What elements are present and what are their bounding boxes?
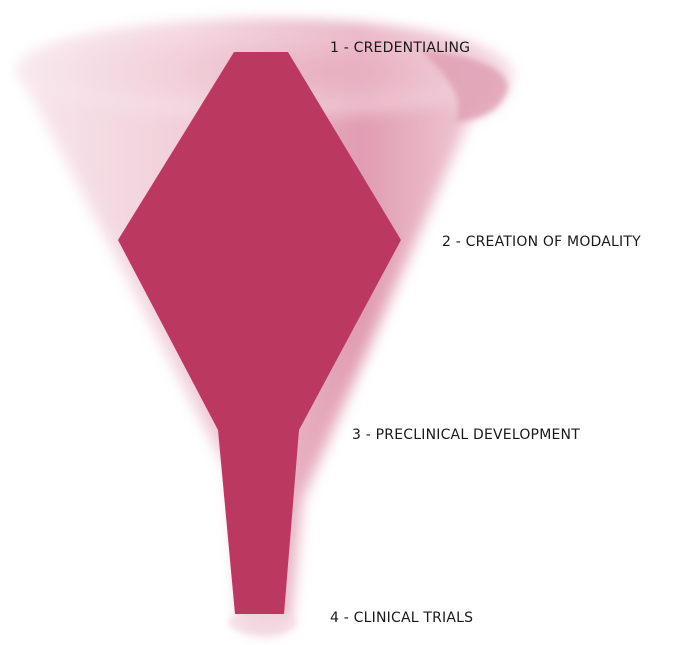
funnel-rim-right <box>420 50 508 122</box>
stage-label-preclinical-development: 3 - PRECLINICAL DEVELOPMENT <box>352 427 580 443</box>
stage-label-credentialing: 1 - CREDENTIALING <box>330 40 471 56</box>
diamond-funnel-shape <box>118 52 401 614</box>
funnel-spout-glow <box>228 610 296 634</box>
stage-label-creation-of-modality: 2 - CREATION OF MODALITY <box>442 234 641 250</box>
stage-label-clinical-trials: 4 - CLINICAL TRIALS <box>330 610 474 626</box>
